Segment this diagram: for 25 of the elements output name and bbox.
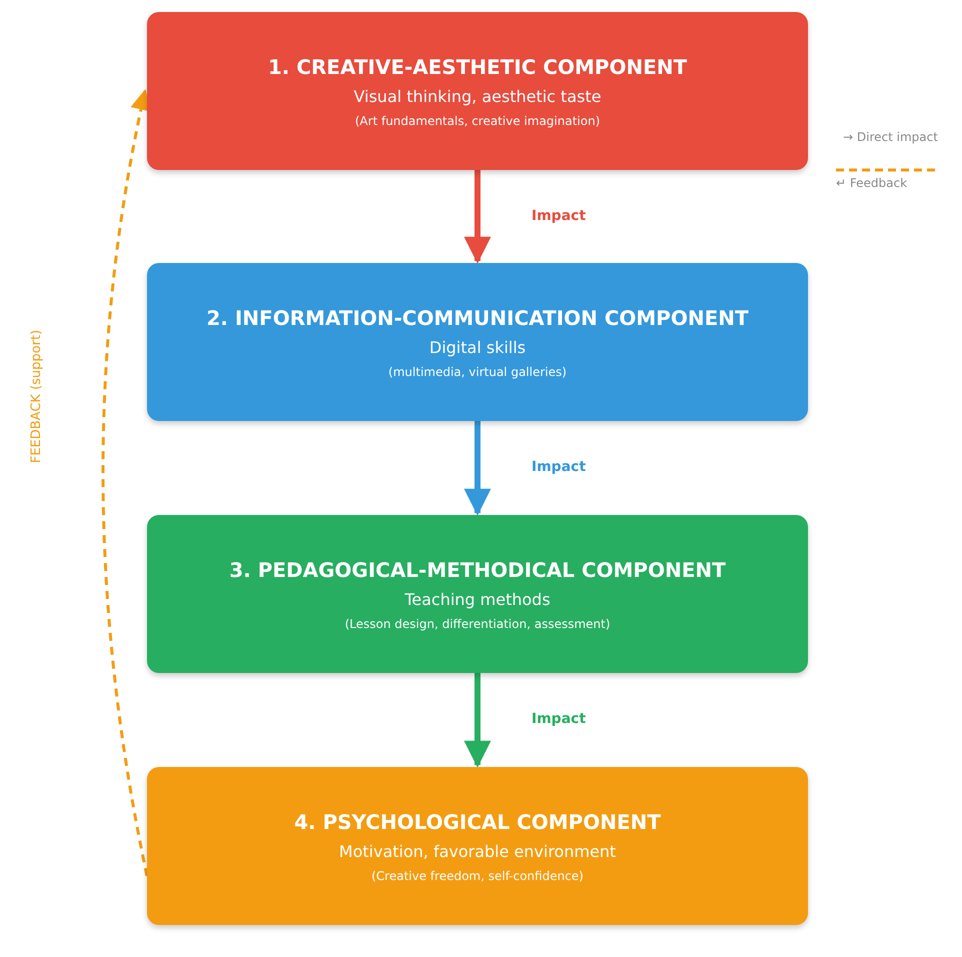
impact-arrow <box>464 170 491 264</box>
legend-text: ↵ Feedback <box>836 176 908 190</box>
component-title: 4. PSYCHOLOGICAL COMPONENT <box>294 810 661 834</box>
component-details: (multimedia, virtual galleries) <box>388 364 567 378</box>
edge-label: Impact <box>530 206 588 224</box>
edge-label: Impact <box>530 458 588 476</box>
component-title: 3. PEDAGOGICAL-METHODICAL COMPONENT <box>229 558 726 582</box>
component-details: (Creative freedom, self-confidence) <box>372 868 584 882</box>
component-title: 2. INFORMATION-COMMUNICATION COMPONENT <box>206 306 748 330</box>
impact-arrow <box>464 421 491 516</box>
component-box <box>147 767 808 925</box>
component-details: (Art fundamentals, creative imagination) <box>355 114 600 128</box>
component-subtitle: Visual thinking, aesthetic taste <box>354 86 602 106</box>
edge-label: Impact <box>530 710 588 728</box>
component-details: (Lesson design, differentiation, assessment) <box>344 616 610 630</box>
edge-label: FEEDBACK (support) <box>29 329 44 463</box>
component-subtitle: Motivation, favorable environment <box>339 842 616 860</box>
legend-text: → Direct impact <box>843 130 938 144</box>
component-box <box>147 12 808 170</box>
impact-arrow <box>464 673 491 768</box>
component-subtitle: Digital skills <box>429 338 526 356</box>
component-box <box>147 515 808 673</box>
component-box <box>147 263 808 421</box>
component-subtitle: Teaching methods <box>404 590 550 608</box>
component-title: 1. CREATIVE-AESTHETIC COMPONENT <box>268 54 687 78</box>
